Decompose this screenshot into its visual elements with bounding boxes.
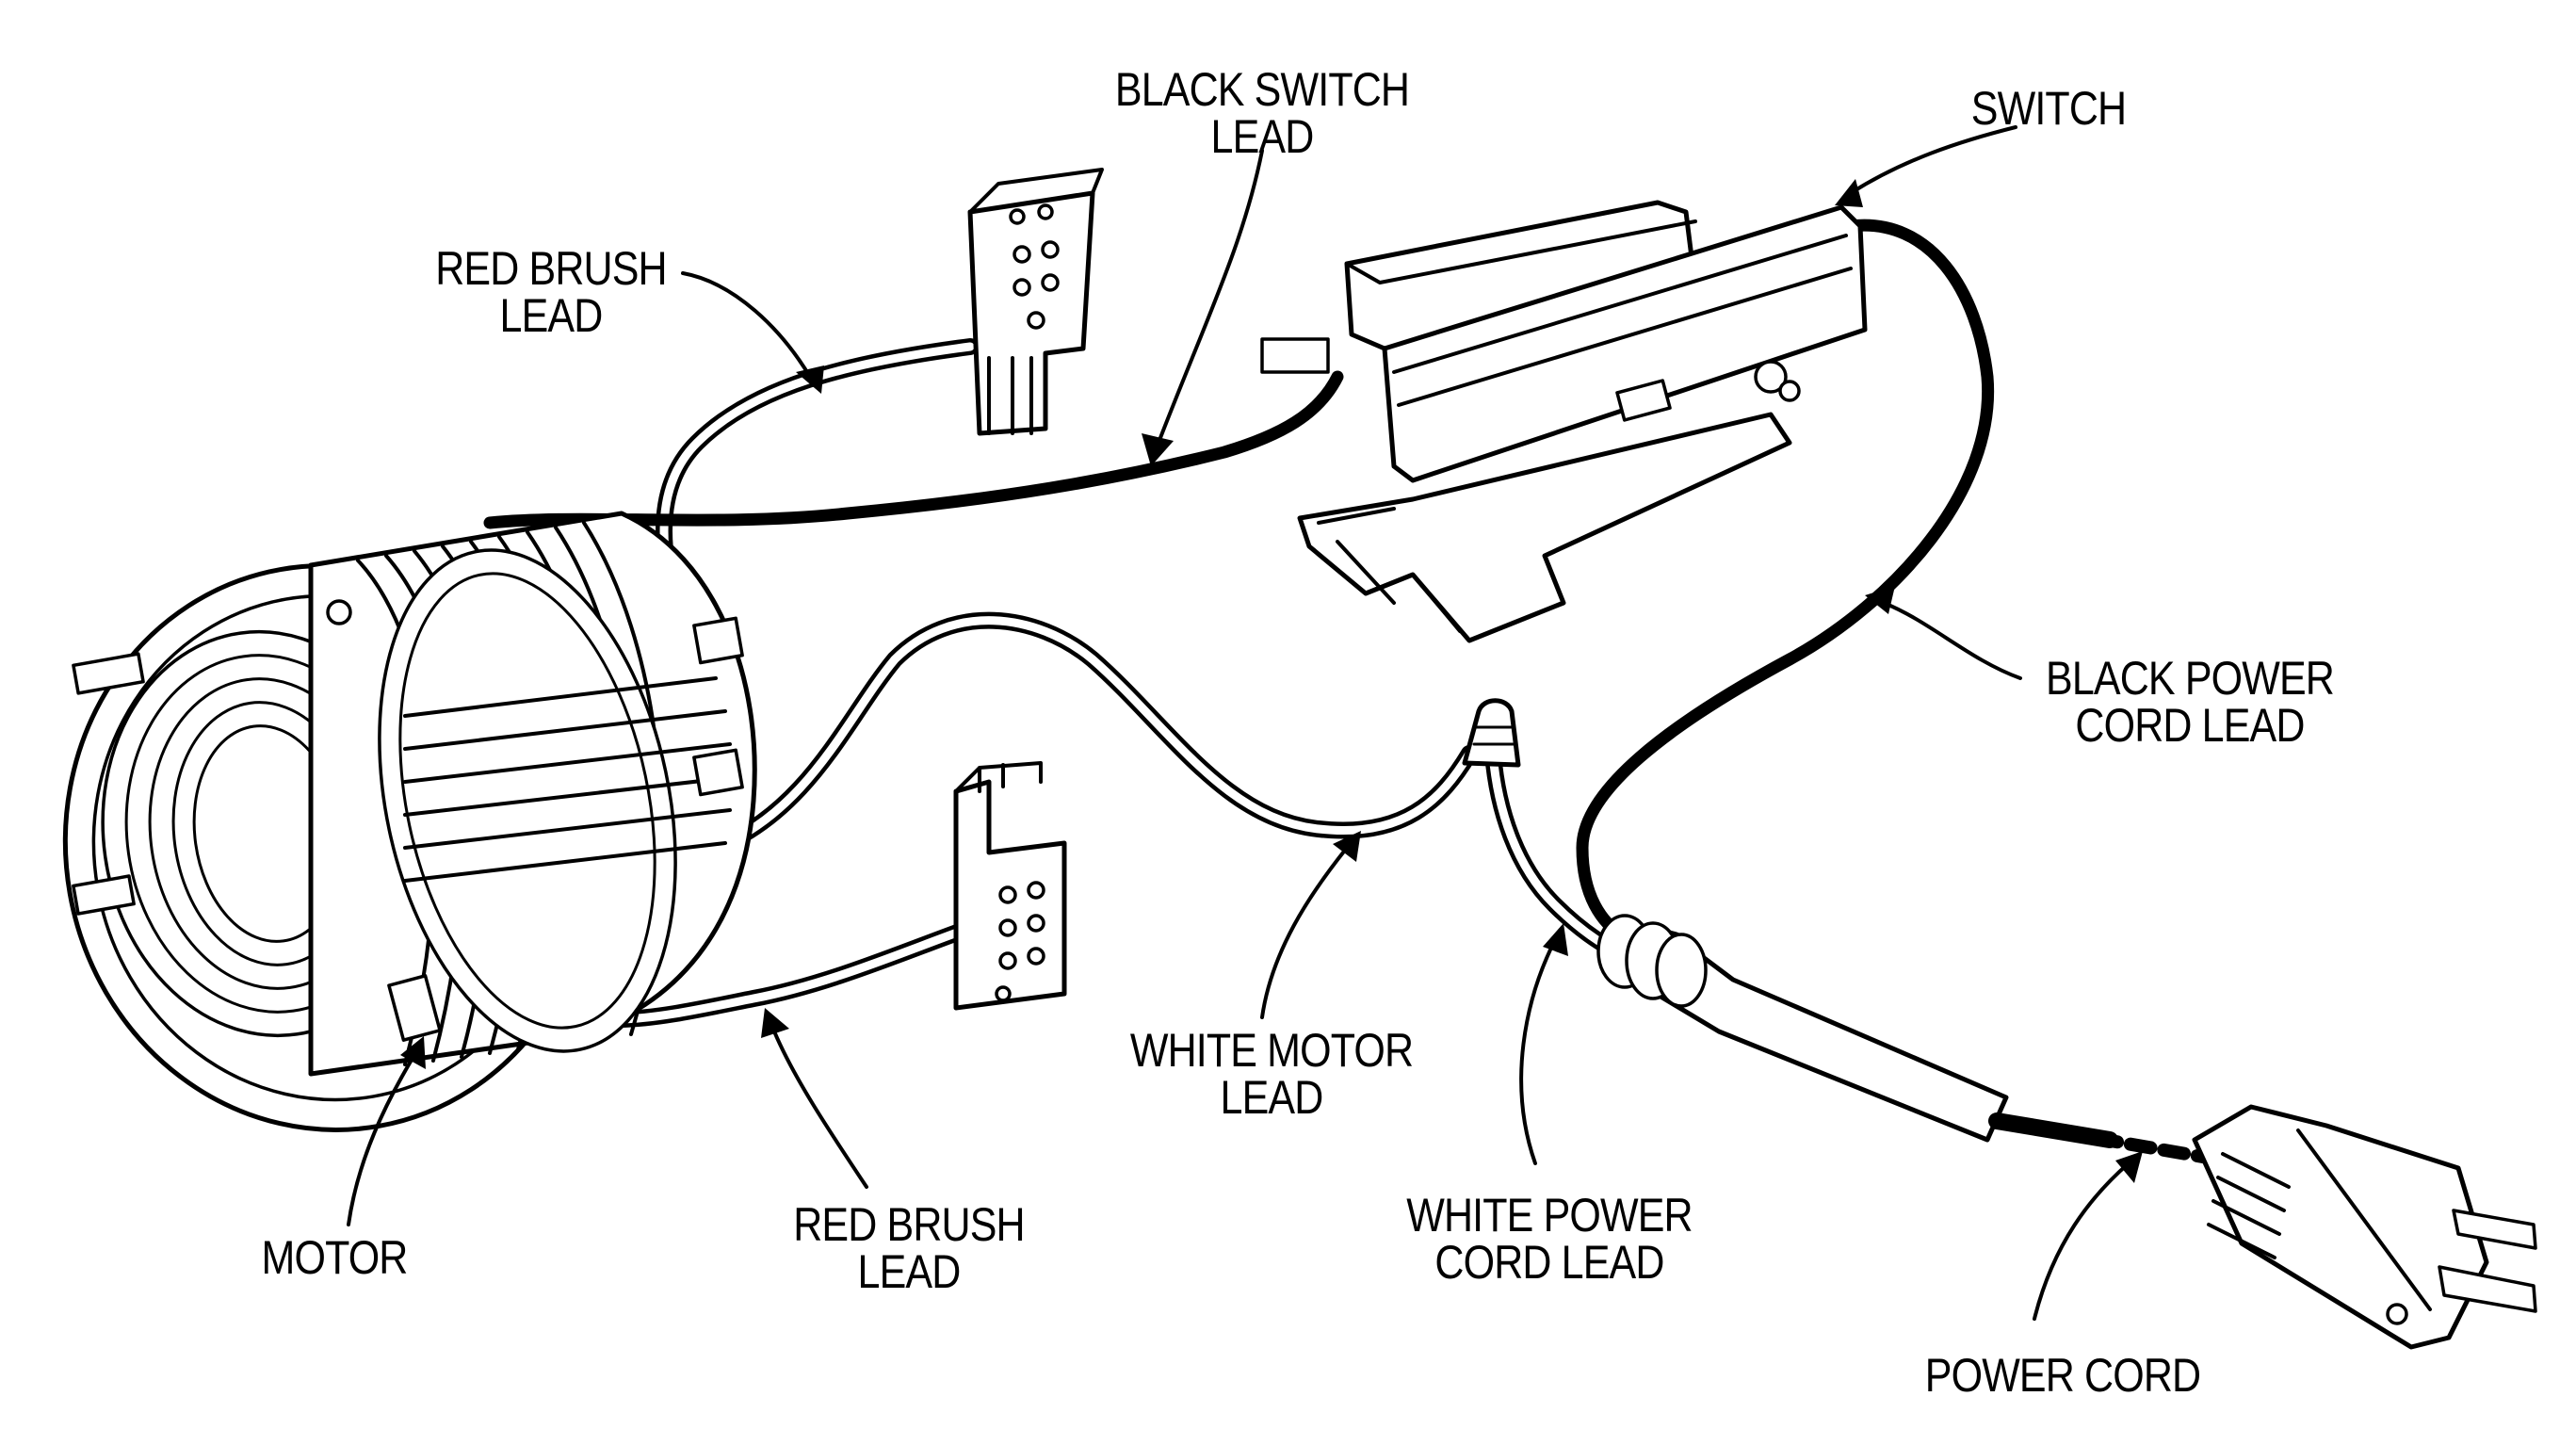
motor-icon (62, 511, 757, 1132)
power-cord-label: POWER CORD (1917, 1352, 2209, 1399)
black-switch-lead-label-line-1: BLACK SWITCH (1114, 63, 1410, 116)
red-brush-lead-top-label-line-2: LEAD (499, 289, 604, 342)
white-power-cord-lead-label-line-2: CORD LEAD (1434, 1236, 1664, 1289)
switch-icon (1260, 200, 1868, 643)
switch-label: SWITCH (1948, 85, 2150, 132)
black-switch-lead-label: BLACK SWITCH LEAD (1109, 66, 1417, 160)
wire-nut-icon (1462, 698, 1521, 768)
white-motor-lead-label: WHITE MOTOR LEAD (1118, 1027, 1426, 1121)
black-power-cord-lead-wire (1576, 219, 1995, 944)
switch-label-line-1: SWITCH (1970, 82, 2127, 135)
white-motor-lead-label-line-1: WHITE MOTOR (1129, 1024, 1414, 1077)
power-cord-label-line-1: POWER CORD (1924, 1349, 2201, 1402)
white-motor-lead-wire (707, 611, 1478, 856)
black-power-cord-lead-label-line-1: BLACK POWER (2046, 652, 2335, 705)
motor-label-line-1: MOTOR (261, 1231, 409, 1284)
red-brush-lead-bottom-label: RED BRUSH LEAD (775, 1201, 1043, 1295)
red-brush-lead-bottom-label-line-2: LEAD (857, 1245, 962, 1298)
black-power-cord-lead-label-line-2: CORD LEAD (2075, 699, 2305, 752)
black-switch-lead-wire (483, 370, 1344, 529)
connector-icon (967, 168, 1104, 436)
white-power-cord-lead-label-line-1: WHITE POWER (1406, 1189, 1693, 1242)
white-power-cord-lead-label: WHITE POWER CORD LEAD (1396, 1192, 1704, 1286)
leaders (347, 125, 2143, 1321)
red-brush-lead-top-label: RED BRUSH LEAD (417, 245, 685, 339)
red-brush-lead-bottom-label-line-1: RED BRUSH (793, 1198, 1025, 1251)
black-switch-lead-label-line-2: LEAD (1210, 110, 1315, 163)
red-brush-lead-top-label-line-1: RED BRUSH (435, 242, 667, 295)
plug-icon (1596, 914, 2537, 1350)
black-power-cord-lead-label: BLACK POWER CORD LEAD (2036, 655, 2344, 749)
white-motor-lead-label-line-2: LEAD (1220, 1071, 1324, 1124)
motor-label: MOTOR (241, 1234, 428, 1281)
connector-icon (953, 761, 1067, 1011)
